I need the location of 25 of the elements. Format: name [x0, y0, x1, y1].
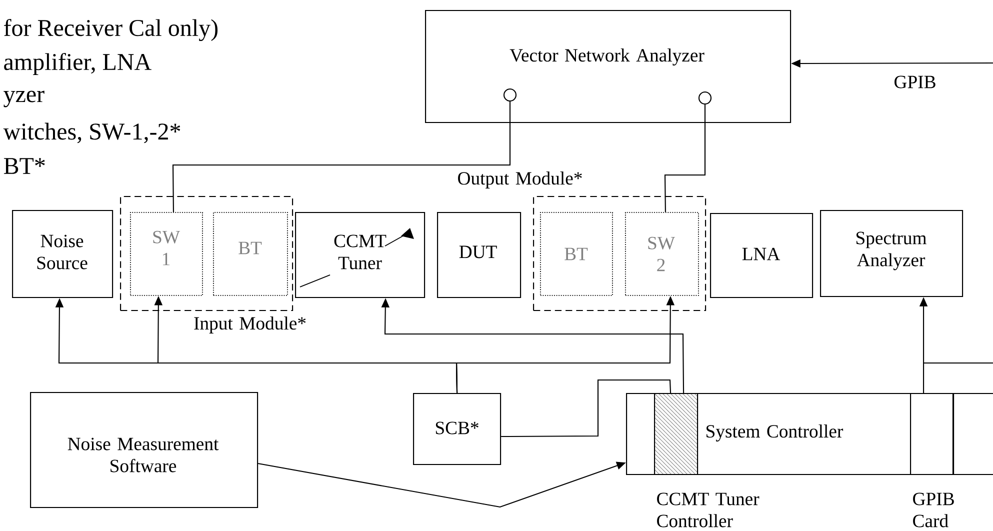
software-box: Noise Measurement Software: [30, 392, 258, 508]
node-label: GPIB Card: [913, 492, 954, 528]
process-box: CCMT Tuner: [295, 212, 426, 298]
process-box: BT: [213, 212, 288, 296]
analyzer-box: Vector Network Analyzer: [425, 10, 792, 124]
note-text: BT*: [4, 158, 45, 174]
process-box: BT: [540, 212, 613, 296]
process-box: SCB*: [413, 393, 502, 466]
process-box: DUT: [437, 212, 522, 298]
node-label: Output Module*: [458, 172, 582, 188]
switch-box: SW 2: [625, 212, 699, 296]
process-box: LNA: [710, 213, 814, 298]
process-box: Spectrum Analyzer: [820, 210, 964, 298]
note-text: yzer: [4, 90, 44, 108]
note-text: amplifier, LNA: [4, 53, 152, 75]
node-label: Input Module*: [194, 316, 306, 334]
note-text: witches, SW-1,-2*: [3, 122, 180, 144]
port-circle: [698, 91, 712, 105]
edge-label: GPIB: [892, 74, 938, 90]
node-label: CCMT Tuner Controller: [657, 492, 760, 528]
switch-box: SW 1: [130, 212, 203, 296]
process-box: Noise Source: [12, 210, 114, 298]
computer-box: System Controller: [626, 393, 993, 476]
note-text: for Receiver Cal only): [4, 18, 218, 42]
port-circle: [503, 88, 517, 102]
